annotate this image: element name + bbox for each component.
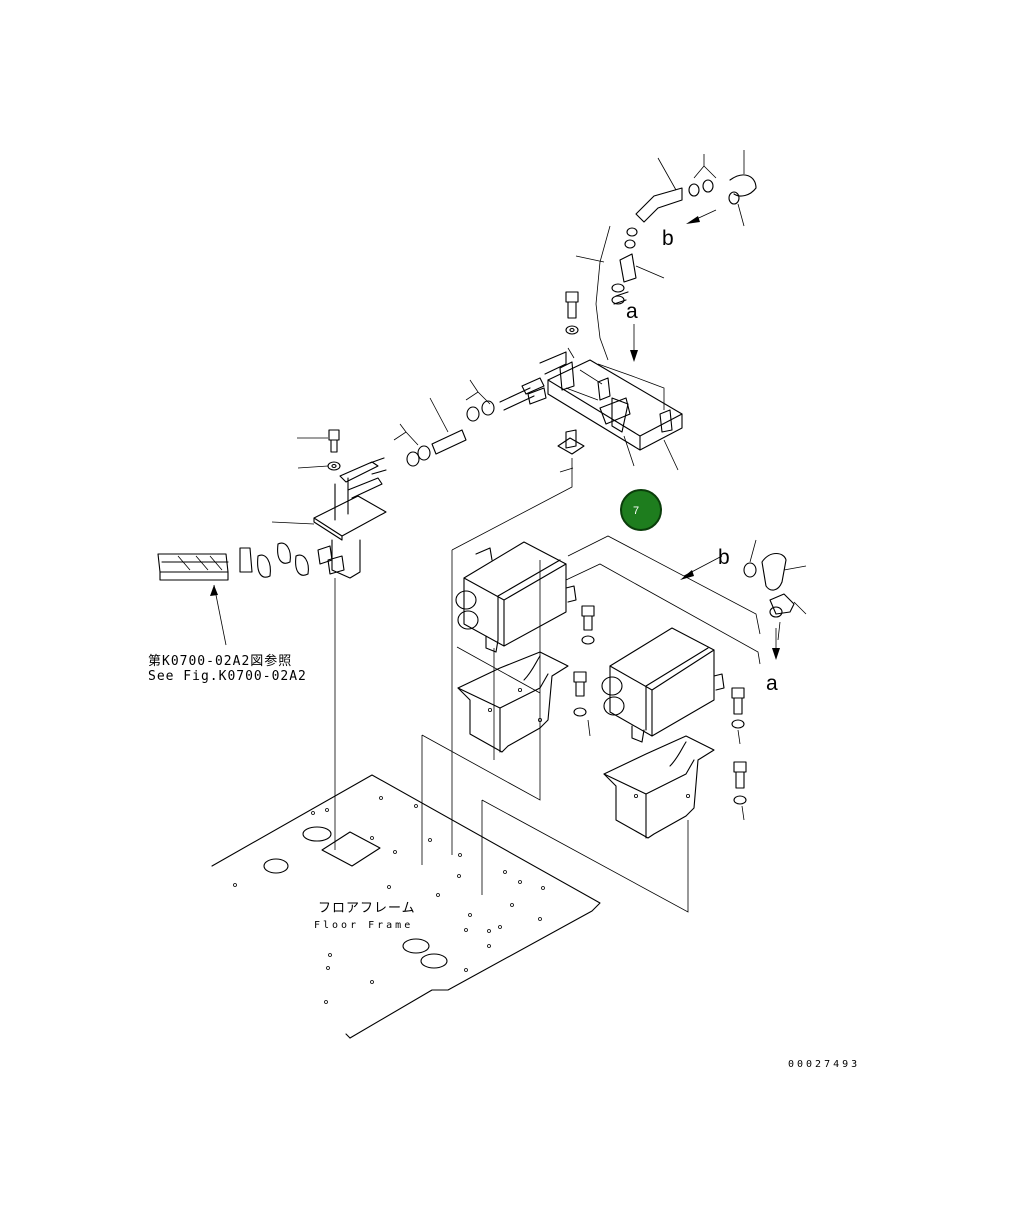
callout-b-right: b [718, 546, 730, 569]
left-bracket-assembly [157, 429, 387, 646]
middle-hose-run [393, 351, 567, 467]
drawing-number: 00027493 [788, 1059, 860, 1070]
diagram-labels: 第K0700-02A2図参照 See Fig.K0700-02A2 フロアフレー… [148, 227, 860, 1070]
floor-frame-label-jp: フロアフレーム [318, 901, 416, 916]
valve-manifold-assembly [547, 150, 757, 471]
right-hose-assembly [565, 535, 807, 665]
reference-label-en: See Fig.K0700-02A2 [148, 669, 307, 684]
assembly-leader-lines [334, 458, 689, 913]
floor-frame-label-en: Floor Frame [314, 920, 413, 931]
callout-b-top: b [662, 227, 674, 250]
callout-a-right: a [766, 672, 778, 695]
callout-a-top: a [626, 300, 638, 323]
badge-number: 7 [633, 505, 639, 517]
switch-box-upper [455, 541, 595, 753]
switch-box-lower [601, 627, 747, 839]
reference-label-jp: 第K0700-02A2図参照 [148, 653, 292, 669]
floor-frame [211, 774, 601, 1039]
item-number-badge[interactable]: 7 [620, 489, 662, 531]
